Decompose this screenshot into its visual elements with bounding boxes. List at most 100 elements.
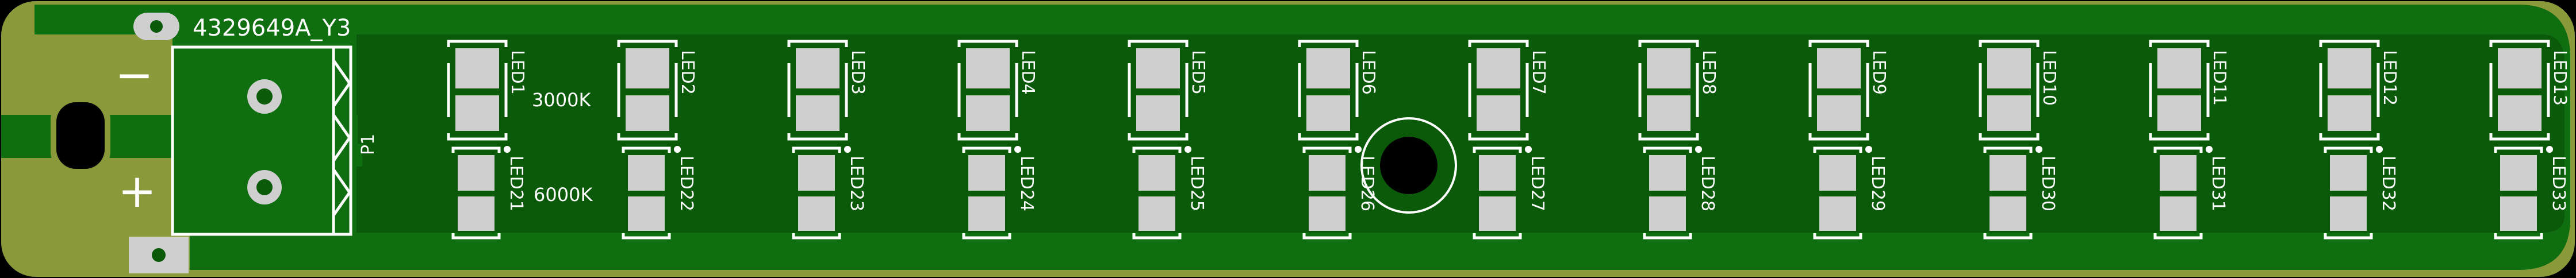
led-footprint-bottom: LED21: [451, 146, 526, 240]
led-pad: [1987, 95, 2031, 131]
led-pad: [455, 48, 499, 88]
led-ref-label: LED21: [506, 156, 526, 211]
led-footprint-bottom: LED30: [1983, 146, 2058, 240]
led-pad: [626, 95, 669, 131]
connector-ref-label: P1: [358, 134, 378, 155]
led-pad: [1989, 155, 2026, 191]
led-pad: [2328, 48, 2371, 88]
led-pad: [2498, 48, 2542, 88]
led-pad: [458, 155, 494, 191]
polarity-dot: [1014, 146, 1021, 153]
led-footprint-bottom: LED32: [2324, 146, 2398, 240]
led-pad: [2328, 95, 2371, 131]
led-pad: [1138, 196, 1175, 231]
terminal-block-p1: [171, 45, 352, 236]
polarity-dot: [2035, 146, 2042, 153]
polarity-dot: [2546, 146, 2553, 153]
cct-bottom-label: 6000K: [534, 184, 593, 206]
polarity-plus: +: [118, 164, 156, 218]
led-pad: [966, 48, 1010, 88]
led-pad: [1306, 48, 1350, 88]
led-ref-label: LED13: [2550, 50, 2570, 106]
polarity-dot: [674, 146, 681, 153]
led-pad: [968, 196, 1005, 231]
polarity-dot: [844, 146, 851, 153]
led-footprint-top: LED8: [1638, 40, 1719, 141]
led-ref-label: LED25: [1187, 156, 1207, 211]
polarity-minus: −: [115, 48, 154, 102]
center-mount-hole: [1380, 137, 1438, 194]
led-pad: [1647, 95, 1690, 131]
led-pad: [2330, 196, 2367, 231]
led-ref-label: LED32: [2378, 156, 2398, 211]
led-pad: [628, 196, 665, 231]
led-footprint-bottom: LED24: [962, 146, 1037, 240]
led-pad: [1987, 48, 2031, 88]
led-ref-label: LED7: [1528, 50, 1548, 95]
led-ref-label: LED27: [1527, 156, 1547, 211]
led-footprint-top: LED6: [1298, 40, 1378, 141]
led-pad: [628, 155, 665, 191]
led-pad: [798, 196, 835, 231]
polarity-dot: [2376, 146, 2383, 153]
led-pad: [1309, 196, 1346, 231]
led-footprint-bottom: LED29: [1813, 146, 1888, 240]
led-pad: [2157, 48, 2201, 88]
led-footprint-top: LED9: [1808, 40, 1889, 141]
led-pad: [1477, 48, 1520, 88]
copper-trace-mid: [172, 144, 362, 167]
led-pad: [2330, 155, 2367, 191]
led-ref-label: LED30: [2038, 156, 2058, 211]
led-pad: [1138, 155, 1175, 191]
led-pad: [968, 155, 1005, 191]
led-ref-label: LED11: [2209, 50, 2229, 106]
led-pad: [796, 95, 839, 131]
led-footprint-top: LED10: [1979, 40, 2059, 141]
led-pad: [1817, 95, 1861, 131]
led-pad: [1477, 95, 1520, 131]
led-ref-label: LED22: [676, 156, 696, 211]
led-pad: [966, 95, 1010, 131]
led-ref-label: LED33: [2548, 156, 2569, 211]
led-pad: [1136, 48, 1180, 88]
led-ref-label: LED3: [848, 50, 868, 95]
polarity-dot: [1695, 146, 1702, 153]
led-pad: [796, 48, 839, 88]
led-pad: [1306, 95, 1350, 131]
led-footprint-top: LED1: [447, 40, 527, 141]
led-footprint-bottom: LED31: [2153, 146, 2228, 240]
led-ref-label: LED26: [1357, 156, 1377, 211]
led-ref-label: LED5: [1188, 50, 1208, 95]
led-pad: [1649, 196, 1686, 231]
led-pad: [2500, 155, 2537, 191]
led-ref-label: LED31: [2208, 156, 2228, 211]
led-pad: [2160, 155, 2196, 191]
led-footprint-top: LED11: [2149, 40, 2229, 141]
led-pad: [1136, 95, 1180, 131]
led-footprint-bottom: LED25: [1132, 146, 1207, 240]
polarity-dot: [1355, 146, 1362, 153]
led-footprint-top: LED12: [2319, 40, 2399, 141]
led-pad: [458, 196, 494, 231]
led-footprint-bottom: LED22: [622, 146, 696, 240]
led-footprint-bottom: LED33: [2494, 146, 2569, 240]
polarity-dot: [1184, 146, 1191, 153]
led-pad: [1989, 196, 2026, 231]
led-pad: [2160, 196, 2196, 231]
polarity-dot: [504, 146, 511, 153]
led-pad: [2500, 196, 2537, 231]
led-footprint-bottom: LED27: [1473, 146, 1547, 240]
led-pad: [626, 48, 669, 88]
led-pad: [1309, 155, 1346, 191]
part-number-label: 4329649A_Y3: [193, 15, 351, 41]
led-ref-label: LED28: [1697, 156, 1718, 211]
led-pad: [1647, 48, 1690, 88]
led-ref-label: LED12: [2379, 50, 2399, 106]
led-pad: [1817, 48, 1861, 88]
led-pad: [1479, 196, 1516, 231]
fiducial-hole-top: [150, 20, 163, 33]
led-footprint-top: LED5: [1128, 40, 1208, 141]
led-pad: [455, 95, 499, 131]
led-pad: [1479, 155, 1516, 191]
led-footprint-bottom: LED28: [1643, 146, 1718, 240]
